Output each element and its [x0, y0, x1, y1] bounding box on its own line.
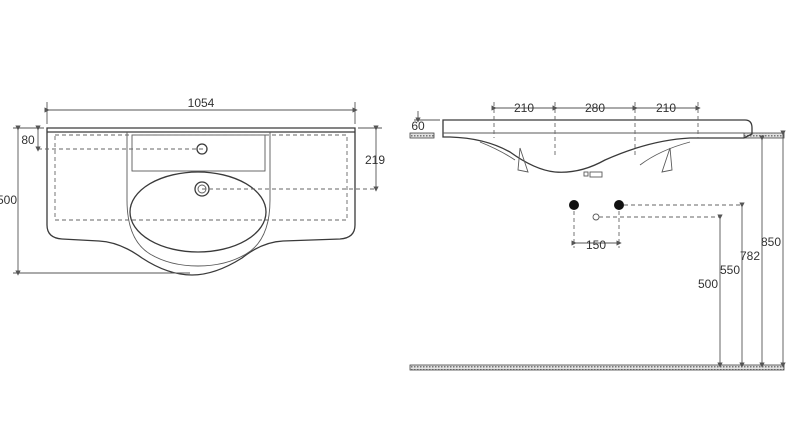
dim-h-waste-label: 500: [698, 277, 718, 291]
dim-width-label: 1054: [188, 96, 215, 110]
valve-left: [569, 200, 579, 210]
dim-spacing-mid-label: 280: [585, 101, 605, 115]
dimension-thickness: 60: [411, 111, 440, 133]
contour-right: [639, 141, 691, 166]
dim-depth-label: 500: [0, 193, 17, 207]
basin-outline-top: [46, 127, 356, 276]
contour-left: [479, 141, 516, 161]
dim-thickness-label: 60: [411, 119, 425, 133]
wall-strip-left: [409, 132, 435, 139]
dimension-heights: 500 550 782 850: [698, 130, 786, 368]
side-drain-nut: [583, 171, 589, 177]
dim-spacing-right-label: 210: [656, 101, 676, 115]
dimension-bowl-offset: 219: [358, 125, 385, 192]
deck-outline: [126, 132, 271, 267]
dim-tap-offset-label: 80: [21, 133, 35, 147]
bowl: [129, 171, 267, 253]
dim-h-valves-label: 550: [720, 263, 740, 277]
floor-strip: [409, 364, 785, 371]
dim-spacing-left-label: 210: [514, 101, 534, 115]
bracket-right: [661, 147, 673, 173]
side-view: 210 280 210 60 150 500: [409, 101, 786, 371]
hidden-cabinet-outline: [54, 134, 348, 221]
dimension-valve-spacing: 150: [571, 211, 622, 252]
basin-profile: [442, 119, 753, 173]
dim-bowl-offset-label: 219: [365, 153, 385, 167]
valve-right: [614, 200, 624, 210]
dim-h-top-label: 850: [761, 235, 781, 249]
dimension-spacing: 210 280 210: [491, 101, 701, 158]
dimension-tap-offset: 80: [21, 125, 41, 152]
side-drain: [589, 171, 603, 178]
top-view: 1054 500 80 219: [0, 96, 385, 276]
bracket-left: [517, 147, 529, 173]
dimension-width: 1054: [44, 96, 358, 124]
dim-h-underside-label: 782: [740, 249, 760, 263]
waste-outlet: [592, 213, 600, 221]
dimension-depth: 500: [0, 125, 190, 276]
dim-valve-spacing-label: 150: [586, 238, 606, 252]
